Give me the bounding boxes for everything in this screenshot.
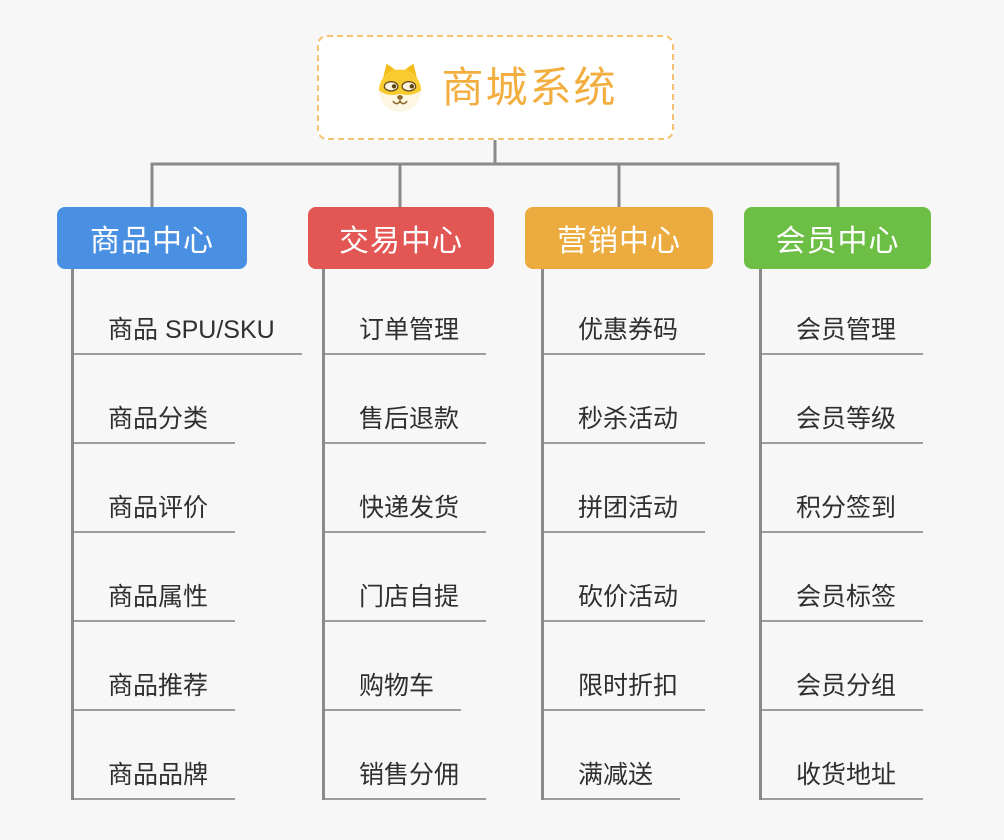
- branch-node-trade-center[interactable]: 交易中心: [308, 207, 494, 269]
- child-node-row: 优惠券码: [544, 269, 706, 355]
- child-node-row: 购物车: [325, 622, 486, 711]
- child-node-row: 商品属性: [74, 533, 302, 622]
- child-node[interactable]: 销售分佣: [325, 760, 487, 800]
- branch-node-marketing-center[interactable]: 营销中心: [525, 207, 713, 269]
- branch-column-marketing-center: 优惠券码 秒杀活动 拼团活动 砍价活动 限时折扣 满减送: [541, 269, 706, 800]
- root-node[interactable]: 商城系统: [317, 35, 674, 140]
- branch-column-member-center: 会员管理 会员等级 积分签到 会员标签 会员分组 收货地址: [759, 269, 924, 800]
- child-node-row: 砍价活动: [544, 533, 706, 622]
- dog-face-icon: [379, 63, 422, 112]
- child-node-row: 商品评价: [74, 444, 302, 533]
- child-node[interactable]: 商品推荐: [74, 671, 236, 711]
- branch-node-label: 会员中心: [775, 225, 900, 258]
- child-node-row: 订单管理: [325, 269, 487, 355]
- child-node-row: 收货地址: [762, 711, 924, 800]
- branch-column-product-center: 商品 SPU/SKU 商品分类 商品评价 商品属性 商品推荐 商品品牌: [71, 269, 302, 800]
- child-node-row: 商品推荐: [74, 622, 302, 711]
- child-node[interactable]: 会员分组: [762, 671, 924, 711]
- child-node-row: 会员分组: [762, 622, 924, 711]
- child-node-row: 秒杀活动: [544, 355, 706, 444]
- child-node[interactable]: 售后退款: [325, 404, 487, 444]
- child-node-row: 会员等级: [762, 355, 924, 444]
- child-node[interactable]: 快递发货: [325, 493, 487, 533]
- child-node[interactable]: 限时折扣: [544, 671, 706, 711]
- branch-column-trade-center: 订单管理 售后退款 快递发货 门店自提 购物车 销售分佣: [322, 269, 487, 800]
- child-node-row: 售后退款: [325, 355, 487, 444]
- child-node[interactable]: 商品 SPU/SKU: [74, 315, 302, 355]
- child-node[interactable]: 商品评价: [74, 493, 236, 533]
- child-node[interactable]: 满减送: [544, 760, 681, 800]
- child-node[interactable]: 优惠券码: [544, 315, 706, 355]
- child-node-row: 满减送: [544, 711, 705, 800]
- child-node[interactable]: 会员管理: [762, 315, 924, 355]
- child-node-row: 商品 SPU/SKU: [74, 269, 302, 355]
- child-node[interactable]: 收货地址: [762, 760, 924, 800]
- child-node[interactable]: 商品属性: [74, 582, 236, 622]
- child-node[interactable]: 订单管理: [325, 315, 487, 355]
- branch-node-label: 商品中心: [90, 225, 214, 258]
- child-node-row: 门店自提: [325, 533, 487, 622]
- child-node-row: 拼团活动: [544, 444, 706, 533]
- branch-node-product-center[interactable]: 商品中心: [57, 207, 247, 269]
- child-node[interactable]: 秒杀活动: [544, 404, 706, 444]
- child-node[interactable]: 会员标签: [762, 582, 924, 622]
- child-node[interactable]: 拼团活动: [544, 493, 706, 533]
- child-node-row: 会员标签: [762, 533, 924, 622]
- branch-node-label: 交易中心: [339, 225, 463, 258]
- child-node[interactable]: 购物车: [325, 671, 462, 711]
- child-node[interactable]: 商品分类: [74, 404, 236, 444]
- root-title: 商城系统: [441, 63, 618, 111]
- child-node-row: 商品品牌: [74, 711, 302, 800]
- child-node-row: 限时折扣: [544, 622, 706, 711]
- child-node[interactable]: 商品品牌: [74, 760, 236, 800]
- branch-node-label: 营销中心: [557, 225, 681, 258]
- child-node[interactable]: 砍价活动: [544, 582, 706, 622]
- child-node-row: 销售分佣: [325, 711, 487, 800]
- child-node-row: 商品分类: [74, 355, 302, 444]
- child-node-row: 积分签到: [762, 444, 924, 533]
- branch-node-member-center[interactable]: 会员中心: [744, 207, 931, 269]
- child-node[interactable]: 会员等级: [762, 404, 924, 444]
- child-node-row: 快递发货: [325, 444, 487, 533]
- child-node-row: 会员管理: [762, 269, 924, 355]
- child-node[interactable]: 门店自提: [325, 582, 487, 622]
- child-node[interactable]: 积分签到: [762, 493, 924, 533]
